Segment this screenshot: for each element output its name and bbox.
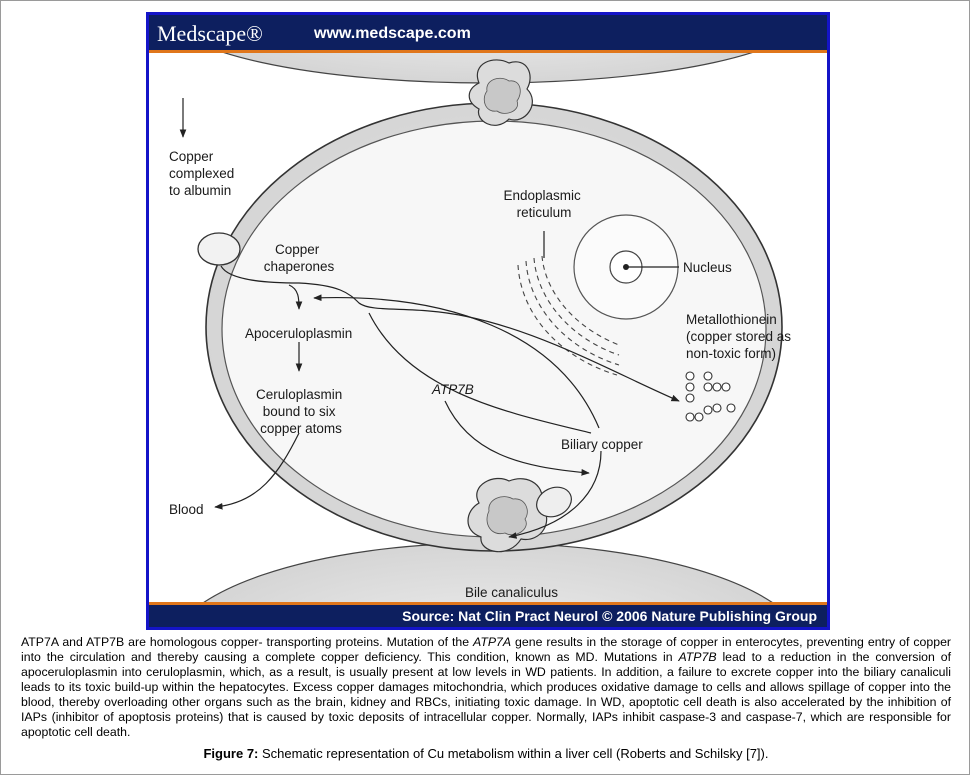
figure-title: Figure 7: Schematic representation of Cu… bbox=[1, 746, 970, 761]
blood-label: Blood bbox=[169, 502, 204, 517]
cell-diagram: Copper complexed to albumin Copper chape… bbox=[167, 0, 809, 764]
to-apoceruloplasmin-arrow bbox=[288, 284, 303, 310]
copper-chaperones-label: Copper chaperones bbox=[264, 242, 335, 274]
diagram: Copper complexed to albumin Copper chape… bbox=[149, 0, 827, 764]
to-biliary-arrow bbox=[368, 312, 592, 434]
ceruloplasmin-label: Ceruloplasmin bound to six copper atoms bbox=[256, 387, 346, 436]
canaliculus-transporter bbox=[536, 486, 572, 518]
endoplasmic-reticulum bbox=[517, 255, 620, 376]
atp7b-return-arrow bbox=[313, 294, 600, 429]
atp7b-to-canaliculus-arrow bbox=[444, 400, 590, 476]
biliary-to-canaliculus-arrow bbox=[508, 450, 602, 539]
header-bar: Medscape® www.medscape.com bbox=[149, 15, 827, 53]
er-label: Endoplasmic reticulum bbox=[503, 188, 584, 220]
medscape-logo: Medscape® bbox=[157, 21, 263, 46]
apoceruloplasmin-label: Apoceruloplasmin bbox=[245, 326, 352, 341]
chaperone-pathway bbox=[220, 265, 680, 402]
caption-text: ATP7A and ATP7B are homologous copper- t… bbox=[21, 635, 952, 739]
metallothionein-copper bbox=[685, 371, 736, 422]
nucleus-label: Nucleus bbox=[683, 260, 732, 275]
source-text: Source: Nat Clin Pract Neurol © 2006 Nat… bbox=[402, 608, 817, 624]
site-url: www.medscape.com bbox=[314, 25, 471, 42]
copper-albumin-label: Copper complexed to albumin bbox=[169, 149, 238, 198]
caption: ATP7A and ATP7B are homologous copper- t… bbox=[21, 635, 951, 740]
figure-frame: Medscape® www.medscape.com bbox=[146, 0, 830, 764]
figure-label: Figure 7: bbox=[203, 746, 259, 761]
bile-canaliculus-label: Bile canaliculus bbox=[465, 585, 558, 600]
biliary-copper-label: Biliary copper bbox=[561, 437, 643, 452]
figure-title-text: Schematic representation of Cu metabolis… bbox=[258, 746, 769, 761]
atp7b-label: ATP7B bbox=[431, 382, 474, 397]
blood-arrow bbox=[214, 432, 300, 510]
metallothionein-label: Metallothionein (copper stored as non-to… bbox=[686, 312, 795, 361]
source-bar: Source: Nat Clin Pract Neurol © 2006 Nat… bbox=[149, 602, 827, 627]
membrane-transporter bbox=[197, 232, 241, 266]
